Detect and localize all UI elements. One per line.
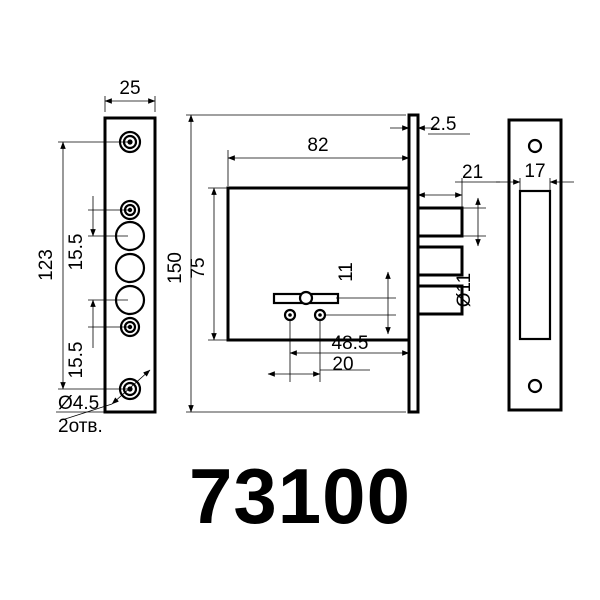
dimension-width-25: 25 xyxy=(104,78,156,112)
dimension-label-17: 17 xyxy=(524,161,545,182)
strike-plate-cutout xyxy=(518,189,552,341)
dimension-bolt-diameter-11: Ø11 xyxy=(450,197,486,308)
dimension-height-75: 75 xyxy=(188,187,228,341)
dimension-bolt-throw-21: 21 xyxy=(417,162,500,208)
dimension-label-75: 75 xyxy=(188,257,209,278)
dimension-label-15-5-lower: 15.5 xyxy=(66,342,87,379)
dimension-keyhole-11: 11 xyxy=(326,262,396,335)
dimension-spacing-upper-15-5: 15.5 xyxy=(66,196,128,270)
deadbolt-1 xyxy=(416,206,464,238)
dimension-spacing-lower-15-5: 15.5 xyxy=(66,299,128,379)
dimension-label-20: 20 xyxy=(332,354,353,375)
keyhole-slot xyxy=(272,290,340,306)
dimension-height-123: 123 xyxy=(36,141,128,390)
dimension-label-2-5: 2.5 xyxy=(430,114,456,135)
dimension-label-15-5-upper: 15.5 xyxy=(66,234,87,271)
dimension-label-11: 11 xyxy=(336,262,357,282)
lock-body-side-view: 82 2.5 150 75 xyxy=(165,113,500,414)
strike-plate-view: 17 xyxy=(496,118,574,412)
dimension-label-25: 25 xyxy=(119,78,140,99)
strike-plate-screw-hole-top xyxy=(527,138,543,154)
dimension-label-21: 21 xyxy=(462,162,483,183)
part-number-title: 73100 xyxy=(189,452,411,540)
strike-plate-screw-hole-bottom xyxy=(527,378,543,394)
dimension-thickness-2-5: 2.5 xyxy=(390,114,470,135)
faceplate-front-view: 25 123 15.5 15.5 xyxy=(36,78,157,437)
deadbolt-3 xyxy=(416,284,464,316)
body-mount-hole-right xyxy=(313,308,327,322)
dimension-distance-48-5: 48.5 xyxy=(289,320,410,400)
dimension-cutout-width-17: 17 xyxy=(496,161,574,191)
deadbolt-2 xyxy=(416,245,464,277)
dimension-height-150: 150 xyxy=(165,114,406,413)
body-mount-hole-left xyxy=(283,308,297,322)
dimension-label-150: 150 xyxy=(165,252,186,284)
dimension-distance-20: 20 xyxy=(267,320,370,382)
note-label-quantity: 2отв. xyxy=(58,416,103,437)
note-screw-holes: Ø4.5 2отв. xyxy=(56,369,151,437)
note-label-diameter: Ø4.5 xyxy=(58,393,99,414)
dimension-length-82: 82 xyxy=(227,135,410,186)
faceplate-bolt-hole-2 xyxy=(114,252,146,284)
dimension-label-82: 82 xyxy=(307,135,328,156)
dimension-label-dia-11: Ø11 xyxy=(454,273,475,308)
dimension-label-48-5: 48.5 xyxy=(332,333,369,354)
dimension-label-123: 123 xyxy=(36,249,57,281)
